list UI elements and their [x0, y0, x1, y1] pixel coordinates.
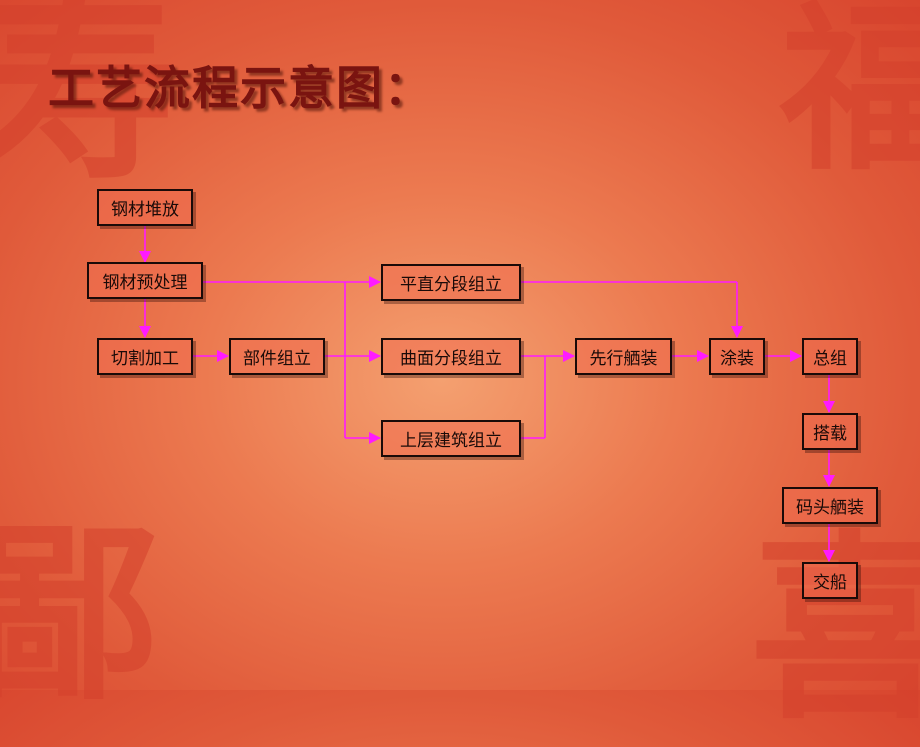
- node-erection: 搭载: [802, 413, 858, 450]
- node-pre-outfitting: 先行舾装: [575, 338, 672, 375]
- node-painting: 涂装: [709, 338, 765, 375]
- node-final-assembly: 总组: [802, 338, 858, 375]
- page-title: 工艺流程示意图：: [48, 61, 432, 115]
- flow-connectors: [139, 226, 835, 562]
- node-curved-block: 曲面分段组立: [381, 338, 521, 375]
- node-flat-block: 平直分段组立: [381, 264, 521, 301]
- node-steel-stack: 钢材堆放: [97, 189, 193, 226]
- node-quay-outfitting: 码头舾装: [782, 487, 878, 524]
- node-cutting: 切割加工: [97, 338, 193, 375]
- node-delivery: 交船: [802, 562, 858, 599]
- node-parts-assembly: 部件组立: [229, 338, 325, 375]
- node-superstructure: 上层建筑组立: [381, 420, 521, 457]
- node-steel-pretreat: 钢材预处理: [87, 262, 203, 299]
